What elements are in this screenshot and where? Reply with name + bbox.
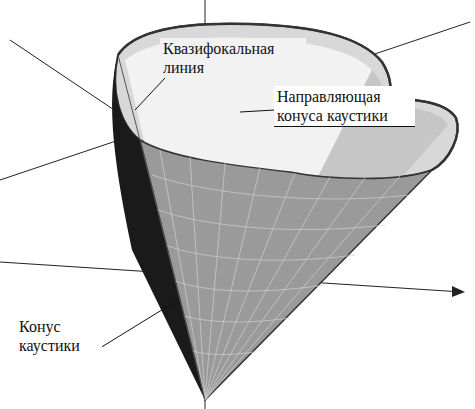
caustic-cone-label: Конус каустики xyxy=(16,316,102,356)
quasifocal-line-label: Квазифокальная линия xyxy=(160,38,306,78)
caustic-directrix-label: Направляющая конуса каустики xyxy=(274,86,415,127)
